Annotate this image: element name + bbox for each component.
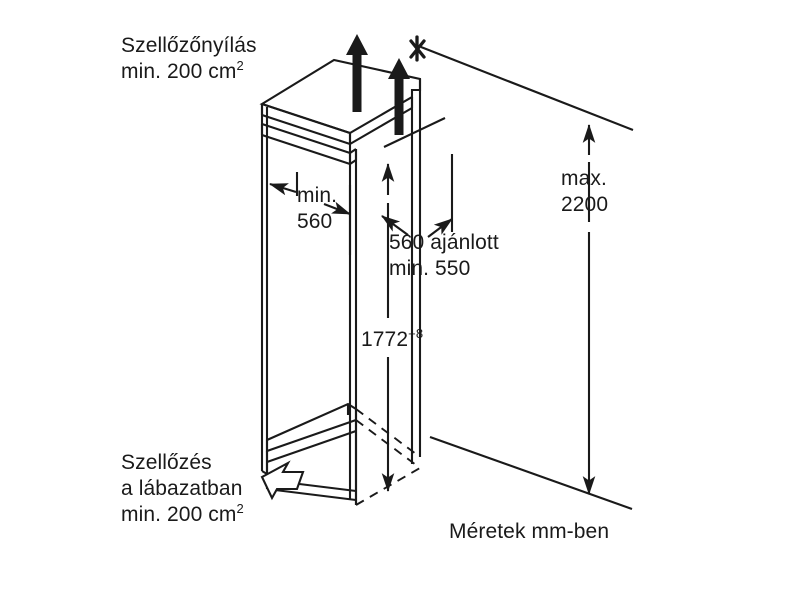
label-niche-height: 1772+8 (361, 327, 423, 353)
depth-arrow-upper (381, 215, 409, 236)
label-niche-height-value: 1772 (361, 328, 409, 351)
label-top-ventilation-line2-text: min. 200 cm (121, 60, 237, 83)
label-niche-width: min. 560 (297, 183, 337, 235)
depth-arrow-lower (427, 218, 453, 238)
label-max-height-line2: 2200 (561, 193, 609, 216)
dimension-niche-width (268, 172, 352, 255)
label-base-ventilation-line2: a lábazatban (121, 477, 243, 500)
label-niche-depth-line1: 560 ajánlott (389, 231, 499, 254)
leader-line-lower (429, 436, 633, 510)
label-niche-height-tolerance: +8 (408, 326, 424, 341)
label-niche-width-line2: 560 (297, 210, 333, 233)
vent-arrow-up-left (346, 34, 368, 112)
depth-extension-upper (383, 117, 446, 148)
label-units-note: Méretek mm-ben (449, 520, 610, 543)
label-niche-depth-line2: min. 550 (389, 257, 471, 280)
width-arrow-right (323, 201, 351, 215)
label-base-ventilation: Szellőzés a lábazatban min. 200 cm2 (121, 450, 244, 528)
base-ventilation-arrow (260, 460, 305, 501)
label-base-ventilation-line1: Szellőzés (121, 451, 212, 474)
label-top-ventilation-line2: min. 200 cm2 (121, 59, 257, 85)
label-niche-width-line1: min. (297, 184, 338, 207)
max-height-leader-lines (420, 46, 634, 510)
label-base-ventilation-line3-sup: 2 (236, 501, 244, 516)
label-base-ventilation-line3-text: min. 200 cm (121, 503, 237, 526)
leader-origin-x-mark (409, 35, 426, 62)
cabinet-left-side-panel (260, 104, 269, 475)
label-top-ventilation-line1: Szellőzőnyílás (121, 34, 257, 57)
label-top-ventilation: Szellőzőnyílás min. 200 cm2 (121, 33, 257, 85)
cabinet-bottom-panel (265, 402, 358, 463)
label-max-height-line1: max. (561, 167, 607, 190)
width-arrow-left (268, 182, 297, 196)
vent-arrow-up-right (388, 58, 410, 135)
dimension-niche-depth (381, 117, 454, 238)
label-max-height: max. 2200 (561, 166, 608, 218)
label-base-ventilation-line3: min. 200 cm2 (121, 502, 244, 528)
label-niche-depth: 560 ajánlott min. 550 (389, 230, 499, 282)
top-ventilation-arrows (346, 34, 410, 135)
label-top-ventilation-line2-sup: 2 (236, 58, 244, 73)
leader-line-upper (420, 46, 634, 131)
